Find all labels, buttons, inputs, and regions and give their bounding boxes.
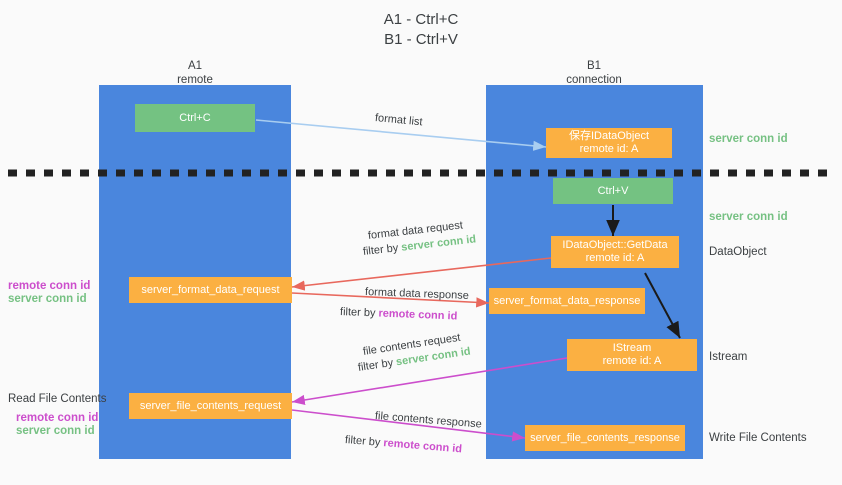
filter-prefix: filter by: [344, 434, 384, 450]
node-ctrl-c[interactable]: Ctrl+C: [135, 104, 255, 132]
node-ctrl-v[interactable]: Ctrl+V: [553, 178, 673, 204]
right-label-server-conn-id-1: server conn id: [709, 133, 788, 145]
title-line-1: A1 - Ctrl+C: [383, 11, 459, 28]
filter-prefix: filter by: [357, 356, 397, 374]
node-istream-line2: remote id: A: [602, 355, 662, 367]
node-istream-line1: IStream: [612, 342, 652, 354]
node-idataobject-line2: remote id: A: [579, 143, 639, 155]
title-line-2: B1 - Ctrl+V: [384, 31, 458, 48]
right-label-dataobject: DataObject: [709, 246, 767, 258]
node-ctrl-c-label: Ctrl+C: [179, 111, 211, 124]
page-title: A1 - Ctrl+C B1 - Ctrl+V: [0, 10, 842, 50]
node-server-file-contents-response-label: server_file_contents_response: [530, 431, 680, 444]
right-label-write-file-contents: Write File Contents: [709, 432, 807, 444]
edge-label-format-data-response: format data response: [364, 286, 470, 302]
column-b1-name: B1: [586, 60, 602, 72]
node-server-format-data-request-label: server_format_data_request: [141, 283, 280, 296]
filter-prefix: filter by: [339, 306, 379, 320]
column-a1-sub: remote: [177, 74, 213, 86]
column-b1-sub: connection: [566, 74, 622, 86]
node-server-format-data-request[interactable]: server_format_data_request: [129, 277, 292, 303]
node-server-file-contents-request-label: server_file_contents_request: [139, 399, 282, 412]
node-istream[interactable]: IStream remote id: A: [567, 339, 697, 371]
node-ctrl-v-label: Ctrl+V: [597, 184, 629, 197]
node-idataobject[interactable]: 保存IDataObject remote id: A: [546, 128, 672, 158]
right-label-istream: Istream: [709, 351, 748, 363]
edge-label-format-data-response-filter: filter by remote conn id: [340, 305, 458, 323]
node-server-file-contents-request[interactable]: server_file_contents_request: [129, 393, 292, 419]
column-header-a1: A1 remote: [125, 59, 265, 87]
column-a1-name: A1: [187, 60, 203, 72]
node-getdata-line2: remote id: A: [585, 252, 645, 264]
node-idataobject-getdata[interactable]: IDataObject::GetData remote id: A: [551, 236, 679, 268]
left-label-remote-conn-id-2: remote conn id: [16, 412, 99, 424]
filter-key-remote-conn-id: remote conn id: [382, 437, 463, 456]
left-label-remote-conn-id-1: remote conn id: [8, 280, 91, 292]
left-label-server-conn-id-2: server conn id: [16, 425, 95, 437]
left-label-read-file-contents: Read File Contents: [8, 393, 107, 405]
edge-label-format-list: format list: [374, 112, 424, 129]
node-idataobject-line1: 保存IDataObject: [568, 130, 650, 142]
node-server-file-contents-response[interactable]: server_file_contents_response: [525, 425, 685, 451]
right-label-server-conn-id-2: server conn id: [709, 211, 788, 223]
node-server-format-data-response-label: server_format_data_response: [493, 294, 641, 307]
column-header-b1: B1 connection: [524, 59, 664, 87]
filter-prefix: filter by: [362, 241, 402, 258]
filter-key-remote-conn-id: remote conn id: [378, 307, 458, 323]
left-label-server-conn-id-1: server conn id: [8, 293, 87, 305]
edge-label-file-contents-response-filter: filter by remote conn id: [344, 433, 463, 456]
node-server-format-data-response[interactable]: server_format_data_response: [489, 288, 645, 314]
edge-label-file-contents-response: file contents response: [374, 410, 483, 431]
node-getdata-line1: IDataObject::GetData: [562, 239, 668, 251]
